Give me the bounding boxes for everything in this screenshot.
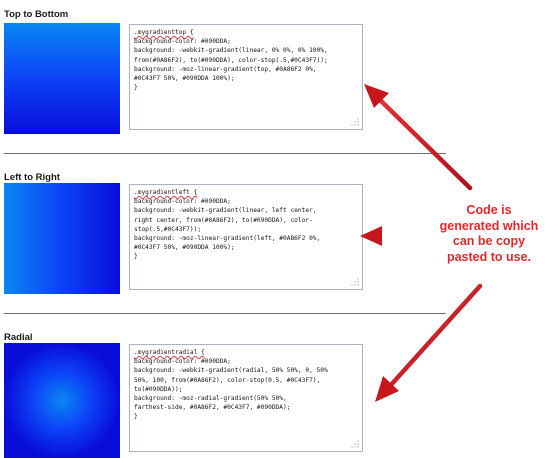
- gradient-preview-left-to-right: [4, 183, 120, 294]
- annotation-line: Code is: [466, 203, 512, 217]
- code-line: background-color: #090DDA;: [134, 38, 231, 46]
- annotation-line: pasted to use.: [446, 249, 532, 264]
- code-line: }: [134, 413, 138, 421]
- code-line: #0C43F7 50%, #090DDA 100%);: [134, 244, 235, 252]
- code-line: background: -moz-linear-gradient(top, #0…: [134, 65, 317, 73]
- code-line: }: [134, 84, 138, 92]
- code-line: background: -webkit-gradient(linear, 0% …: [134, 47, 328, 55]
- annotation-line: can be copy: [452, 234, 526, 248]
- arrow-icon: [364, 84, 473, 191]
- code-line-text: .mygradientradial {: [134, 349, 205, 356]
- code-line: background-color: #090DDA;: [134, 358, 231, 366]
- code-line-text: .mygradientleft {: [134, 189, 198, 196]
- resize-grip-icon[interactable]: [351, 440, 359, 448]
- code-line: farthest-side, #0A86F2, #0C43F7, #090DDA…: [134, 404, 291, 412]
- code-line: #0C43F7 50%, #090DDA 100%);: [134, 75, 235, 83]
- code-line: stop(.5,#0C43F7));: [134, 225, 202, 233]
- code-line: background: -moz-radial-gradient(50% 50%…: [134, 395, 287, 403]
- code-textarea-left-to-right[interactable]: .mygradientleft { background-color: #090…: [129, 184, 363, 290]
- code-line: right center, from(#0A86F2), to(#090DDA)…: [134, 216, 313, 224]
- code-line: to(#090DDA));: [134, 385, 183, 393]
- annotation-line: generated which: [439, 218, 539, 233]
- arrow-icon: [375, 283, 483, 402]
- code-line: }: [134, 253, 138, 261]
- gradient-preview-radial: [4, 343, 120, 458]
- section-divider: [4, 313, 446, 314]
- code-line: from(#0A86F2), to(#090DDA), color-stop(.…: [134, 56, 328, 64]
- code-line: background: -moz-linear-gradient(left, #…: [134, 235, 321, 243]
- section-title-radial: Radial: [4, 332, 33, 343]
- arrow-icon: [360, 226, 437, 246]
- code-textarea-top-to-bottom[interactable]: .mygradienttop { background-color: #090D…: [129, 24, 363, 130]
- code-line: background: -webkit-gradient(radial, 50%…: [134, 367, 328, 375]
- code-line: .mygradientleft {: [134, 188, 358, 197]
- code-line-text: .mygradienttop {: [134, 29, 194, 36]
- code-line: .mygradientradial {: [134, 348, 358, 357]
- section-title-left-to-right: Left to Right: [4, 172, 60, 183]
- section-title-top-to-bottom: Top to Bottom: [4, 9, 69, 20]
- code-line: .mygradienttop {: [134, 28, 358, 37]
- resize-grip-icon[interactable]: [351, 278, 359, 286]
- section-divider: [4, 153, 446, 154]
- gradient-preview-top-to-bottom: [4, 23, 120, 134]
- code-line: 50%, 100, from(#0A86F2), color-stop(0.5,…: [134, 376, 321, 384]
- annotation-text: Code is generated which can be copy past…: [428, 203, 550, 265]
- code-line: background: -webkit-gradient(linear, lef…: [134, 207, 317, 215]
- resize-grip-icon[interactable]: [351, 118, 359, 126]
- code-line: background-color: #090DDA;: [134, 198, 231, 206]
- code-textarea-radial[interactable]: .mygradientradial { background-color: #0…: [129, 344, 363, 452]
